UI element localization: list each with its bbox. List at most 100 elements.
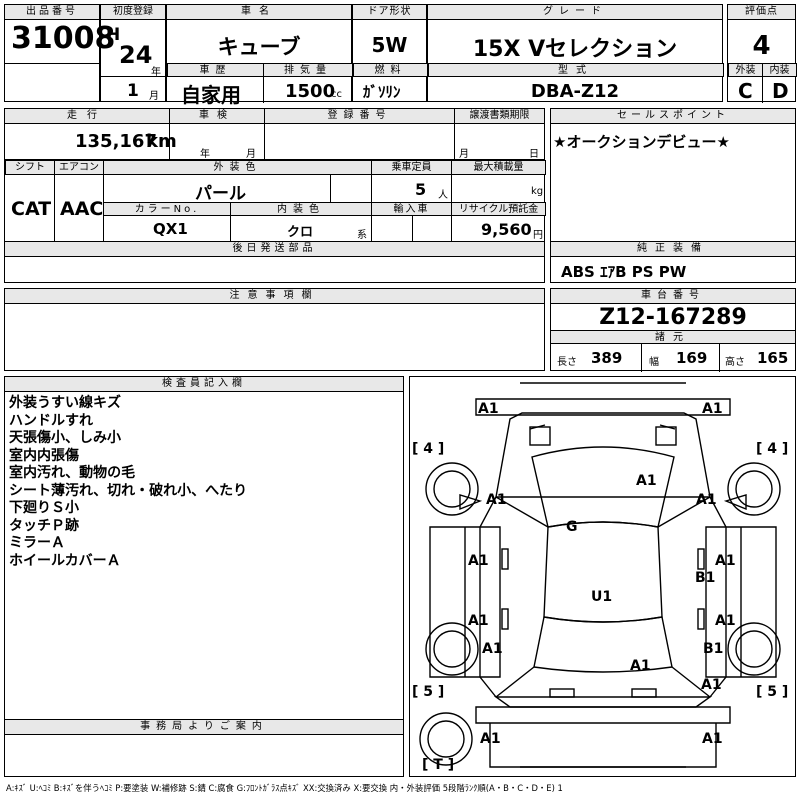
damage-mark: A1 [486, 492, 507, 508]
damage-mark: A1 [468, 553, 489, 569]
damage-mark: A1 [478, 401, 499, 417]
history-label: 車歴 [167, 63, 264, 77]
note-line: シート薄汚れ、切れ・破れ小、へたり [9, 482, 248, 499]
car-name-box: 車名 キューブ 車歴 排気量 自家用 1500 cc [166, 4, 353, 107]
door-box: ドア形状 5W 燃料 ｶﾞｿﾘﾝ [352, 4, 428, 102]
transfer-label: 譲渡書類期限 [455, 109, 544, 124]
reg-month: 1 [127, 81, 139, 101]
equipment-label: 純正装備 [551, 242, 795, 257]
damage-mark: A1 [480, 731, 501, 747]
damage-mark: B1 [703, 641, 724, 657]
displacement: 1500 [285, 81, 336, 102]
later-parts-box: 後日発送部品 [4, 241, 545, 283]
lot-number: 31008 [11, 21, 116, 56]
recycle-unit: 円 [533, 230, 543, 241]
note-line: 室内汚れ、動物の毛 [9, 465, 136, 481]
mileage: 135,167 [75, 131, 157, 152]
note-line: タッチＰ跡 [9, 517, 79, 534]
equipment: ABS ｴｱB PS PW [561, 263, 687, 281]
damage-mark: A1 [702, 731, 723, 747]
score-label: 評価点 [728, 5, 795, 20]
chassis-box: 車台番号 Z12-167289 諸元 長さ 389 幅 169 高さ 165 [550, 288, 796, 372]
door-type: 5W [371, 33, 408, 57]
interior-label: 内装 [762, 63, 797, 77]
grade-label: グレード [428, 5, 722, 20]
note-line: 室内内張傷 [9, 447, 79, 464]
model-code: DBA-Z12 [530, 81, 620, 102]
max-load-unit: kg [531, 186, 544, 197]
inspection-label: 車検 [170, 109, 264, 124]
year-unit: 年 [151, 67, 161, 78]
caution-label: 注意事項欄 [5, 289, 544, 304]
width-label: 幅 [649, 357, 659, 368]
note-line: ミラーＡ [9, 535, 65, 551]
lot-box: 出品番号 31008 [4, 4, 115, 102]
damage-mark: A1 [701, 677, 722, 693]
exterior-color: パール [195, 184, 246, 204]
interior-color-label: 内装色 [230, 202, 372, 216]
mileage-box: 走行 135,167 km [4, 108, 177, 160]
tyre-front-left: [ 4 ] [412, 441, 445, 457]
inspection-box: 車検 年 月 [169, 108, 265, 160]
damage-mark: A1 [630, 658, 651, 674]
seats: 5 [415, 180, 427, 199]
recycle-label: リサイクル預託金 [451, 202, 546, 216]
note-line: 外装うすい線キズ [9, 395, 121, 411]
first-registration-box: 初度登録 H 24 年 1 月 [100, 4, 166, 102]
inspector-label: 検査員記入欄 [5, 377, 403, 392]
damage-mark: A1 [696, 492, 717, 508]
shift-label: シフト [5, 160, 55, 175]
car-outline-diagram [419, 382, 781, 768]
interior-color: クロ [287, 225, 314, 240]
car-name: キューブ [217, 35, 301, 59]
mileage-label: 走行 [5, 109, 169, 124]
score-box: 評価点 4 外装 内装 C D [727, 4, 797, 103]
first-reg-label: 初度登録 [101, 5, 165, 20]
damage-diagram-box: A1 A1 A1 A1 A1 G A1 A1 B1 U1 A1 A1 A1 B1… [409, 376, 796, 777]
sales-point-text: ★オークションデビュー★ [553, 133, 730, 151]
sales-point-label: セールスポイント [551, 109, 795, 124]
height-label: 高さ [725, 357, 745, 368]
color-no-label: カラーNo. [103, 202, 231, 216]
car-history: 自家用 [181, 83, 241, 107]
recycle-fee: 9,560 [481, 220, 532, 239]
tyre-rear-right: [ 5 ] [756, 684, 789, 700]
transfer-day-unit: 日 [529, 149, 539, 160]
later-parts-label: 後日発送部品 [5, 242, 544, 257]
length-value: 389 [591, 349, 623, 367]
tyre-front-right: [ 4 ] [756, 441, 789, 457]
grade-box: グレード 15X Vセレクション 型式 DBA-Z12 [427, 4, 724, 102]
import-label: 輸入車 [371, 202, 452, 216]
damage-mark: A1 [715, 553, 736, 569]
height-value: 165 [757, 349, 789, 367]
width-value: 169 [676, 349, 708, 367]
lot-label: 出品番号 [5, 5, 99, 20]
fuel-type: ｶﾞｿﾘﾝ [363, 83, 401, 101]
note-line: ホイールカバーＡ [9, 552, 121, 569]
fuel-label: 燃料 [353, 63, 428, 77]
overall-score: 4 [752, 31, 771, 61]
registration-box: 登録番号 [264, 108, 455, 160]
interior-color-unit: 系 [357, 230, 367, 241]
damage-code-legend: A:ｷｽﾞ U:ﾍｺﾐ B:ｷｽﾞを伴うﾍｺﾐ P:要塗装 W:補修跡 S:錆 … [6, 783, 563, 793]
grade: 15X Vセレクション [472, 37, 678, 62]
damage-mark: U1 [591, 589, 613, 605]
inspection-year-unit: 年 [200, 149, 210, 160]
specs-label: 諸元 [550, 330, 796, 344]
inspector-notes: 外装うすい線キズ ハンドルすれ 天張傷小、しみ小 室内内張傷 室内汚れ、動物の毛… [9, 395, 247, 570]
exterior-grade: C [738, 79, 753, 103]
car-name-label: 車名 [167, 5, 351, 20]
max-load-label: 最大積載量 [451, 160, 546, 175]
ac-type: AAC [60, 198, 104, 220]
tyre-rear-left: [ 5 ] [412, 684, 445, 700]
damage-mark: A1 [702, 401, 723, 417]
inspector-box: 検査員記入欄 外装うすい線キズ ハンドルすれ 天張傷小、しみ小 室内内張傷 室内… [4, 376, 404, 720]
damage-mark: G [566, 519, 578, 535]
interior-grade: D [772, 79, 789, 103]
office-box: 事務局よりご案内 [4, 719, 404, 777]
damage-mark: A1 [482, 641, 503, 657]
transfer-box: 譲渡書類期限 月 日 [454, 108, 545, 160]
ac-label: エアコン [54, 160, 104, 175]
color-number: QX1 [153, 220, 188, 238]
seats-unit: 人 [438, 190, 448, 201]
